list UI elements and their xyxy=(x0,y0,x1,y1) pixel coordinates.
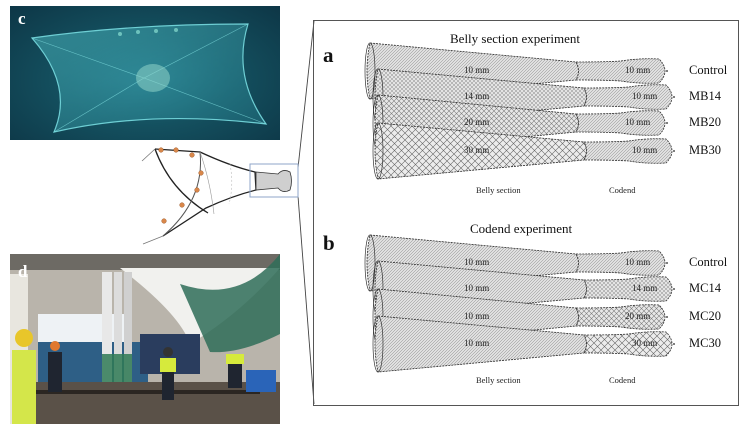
codend-mesh-label: 14 mm xyxy=(632,283,658,293)
trawl-underwater-illustration xyxy=(30,23,268,133)
belly-mesh-label: 10 mm xyxy=(464,338,490,348)
net-mouth-shape xyxy=(364,42,376,100)
highlight-box xyxy=(249,163,299,198)
panel-a-codend-label: Codend xyxy=(609,185,636,195)
float-icon xyxy=(198,170,204,176)
net-mouth-shape xyxy=(372,122,384,180)
codend-tie-icon xyxy=(666,262,668,264)
codend-tie-icon xyxy=(666,70,668,72)
codend-tie-icon xyxy=(666,122,668,124)
float-icon xyxy=(158,147,164,153)
codend-mesh-label: 10 mm xyxy=(632,91,658,101)
config-row-label: MC14 xyxy=(689,281,721,295)
photo-deck-operation: d xyxy=(10,254,280,424)
codend-tie-icon xyxy=(666,316,668,318)
deck-scene-illustration xyxy=(10,254,280,424)
belly-mesh-label: 30 mm xyxy=(464,145,490,155)
belly-mesh-label: 10 mm xyxy=(464,283,490,293)
codend-shape xyxy=(583,276,673,302)
config-row-label: MB14 xyxy=(689,89,721,103)
codend-thumbnail xyxy=(255,170,292,192)
codend-mesh-label: 10 mm xyxy=(625,117,651,127)
config-row-label: MC30 xyxy=(689,336,721,350)
mesh-configuration-panel: a Belly section experiment Belly section… xyxy=(313,20,739,406)
zoom-line-top xyxy=(297,20,315,169)
panel-letter-d: d xyxy=(18,262,28,281)
codend-tie-icon xyxy=(673,150,675,152)
codend-tie-icon xyxy=(673,288,675,290)
panel-letter-a: a xyxy=(323,43,334,67)
trawl-net-outline xyxy=(141,148,257,245)
codend-mesh-label: 10 mm xyxy=(632,145,658,155)
config-row-label: MB20 xyxy=(689,115,721,129)
panel-b-belly-label: Belly section xyxy=(476,375,521,385)
config-row-label: Control xyxy=(689,255,728,269)
codend-tie-icon xyxy=(673,96,675,98)
codend-mesh-label: 30 mm xyxy=(632,338,658,348)
net-mouth-shape xyxy=(372,315,384,373)
float-icon xyxy=(161,218,167,224)
codend-mesh-label: 10 mm xyxy=(625,65,651,75)
codend-shape xyxy=(575,304,666,330)
config-row-label: Control xyxy=(689,63,728,77)
belly-mesh-label: 20 mm xyxy=(464,117,490,127)
config-row-label: MC20 xyxy=(689,309,721,323)
panel-a-nets xyxy=(364,42,675,180)
mesh-diagram-svg xyxy=(364,42,675,373)
float-icon xyxy=(194,187,200,193)
belly-mesh-label: 14 mm xyxy=(464,91,490,101)
codend-shape xyxy=(583,331,673,357)
panel-b-title: Codend experiment xyxy=(470,221,573,236)
panel-letter-b: b xyxy=(323,231,335,255)
config-row-label: MB30 xyxy=(689,143,721,157)
zoom-line-bottom xyxy=(297,195,315,405)
belly-mesh-label: 10 mm xyxy=(464,65,490,75)
codend-shape xyxy=(583,138,673,164)
float-icon xyxy=(173,147,179,153)
panel-a-belly-label: Belly section xyxy=(476,185,521,195)
panel-b-codend-label: Codend xyxy=(609,375,636,385)
belly-mesh-label: 10 mm xyxy=(464,311,490,321)
float-icon xyxy=(179,202,185,208)
panel-letter-c: c xyxy=(18,9,26,28)
photo-underwater-trawl: c xyxy=(10,6,280,140)
codend-shape xyxy=(575,58,666,84)
panel-b-nets xyxy=(364,234,675,373)
belly-mesh-label: 10 mm xyxy=(464,257,490,267)
float-icon xyxy=(189,152,195,158)
codend-shape xyxy=(583,84,673,110)
codend-mesh-label: 20 mm xyxy=(625,311,651,321)
net-mouth-shape xyxy=(364,234,376,292)
codend-shape xyxy=(575,250,666,276)
codend-tie-icon xyxy=(673,343,675,345)
panel-a-title: Belly section experiment xyxy=(450,31,580,46)
codend-shape xyxy=(575,110,666,136)
codend-mesh-label: 10 mm xyxy=(625,257,651,267)
float-markers xyxy=(158,147,204,224)
